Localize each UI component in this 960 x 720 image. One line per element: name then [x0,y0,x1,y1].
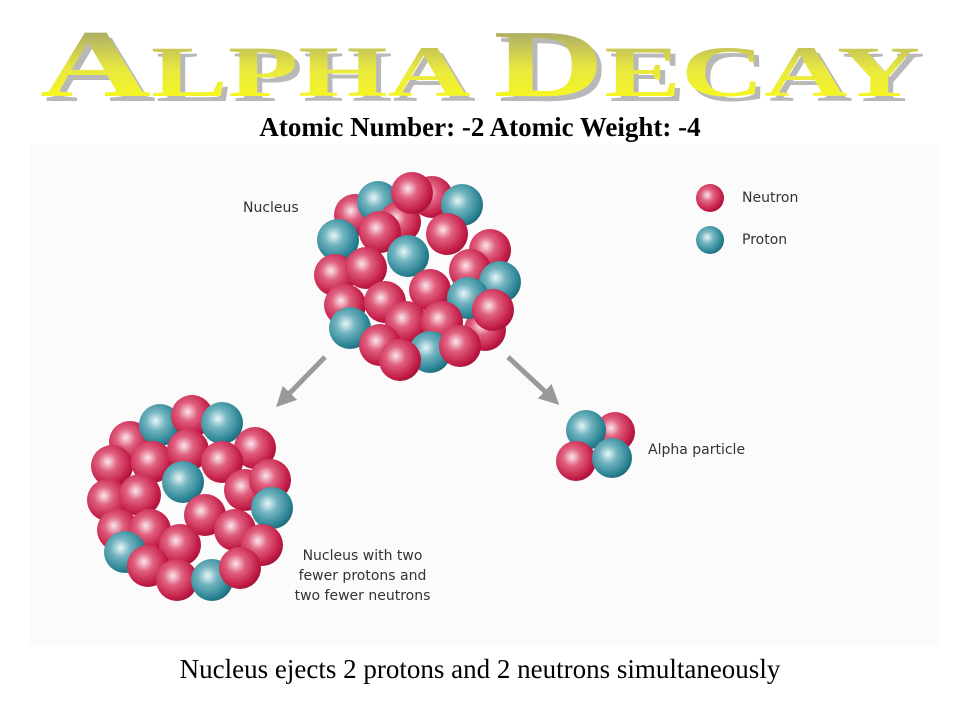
nucleus-label: Nucleus [243,200,299,216]
legend-neutron-label: Neutron [742,190,799,206]
subtitle-atomic-changes: Atomic Number: -2 Atomic Weight: -4 [259,112,701,142]
neutron [119,474,161,516]
title-initial-a: A [40,10,151,110]
daughter-label-line: two fewer neutrons [294,588,431,604]
arrow-to-daughter-nucleus [276,355,327,408]
proton [696,226,724,254]
neutron [439,325,481,367]
proton [201,402,243,444]
neutron [156,559,198,601]
daughter-nucleus-label: Nucleus with two fewer protons and two f… [285,546,440,606]
neutron [696,184,724,212]
parent-nucleus [314,172,521,381]
neutron [426,213,468,255]
neutron [345,247,387,289]
neutron [91,445,133,487]
neutron [391,172,433,214]
daughter-nucleus [87,395,293,601]
arrow-to-alpha-particle [506,355,560,405]
neutron [219,547,261,589]
alpha-particle-label: Alpha particle [648,442,746,458]
alpha-particle [556,410,635,481]
neutron [359,211,401,253]
proton [317,219,359,261]
proton [162,461,204,503]
title-initial-d: D [493,10,604,110]
daughter-label-line: Nucleus with two [302,548,423,564]
proton [251,487,293,529]
neutron [131,441,173,483]
title-rest-ecay: ECAY [604,32,920,110]
proton [139,404,181,446]
title-rest-lpha: LPHA [151,32,471,110]
neutron [167,429,209,471]
legend [696,184,724,254]
neutron [379,339,421,381]
daughter-label-line: fewer protons and [298,568,427,584]
legend-proton-label: Proton [742,232,788,248]
neutron [556,441,596,481]
caption: Nucleus ejects 2 protons and 2 neutrons … [179,654,781,684]
neutron [472,289,514,331]
neutron [159,524,201,566]
proton [592,438,632,478]
proton [387,235,429,277]
neutron [234,427,276,469]
neutron [201,441,243,483]
proton [566,410,606,450]
neutron [409,269,451,311]
